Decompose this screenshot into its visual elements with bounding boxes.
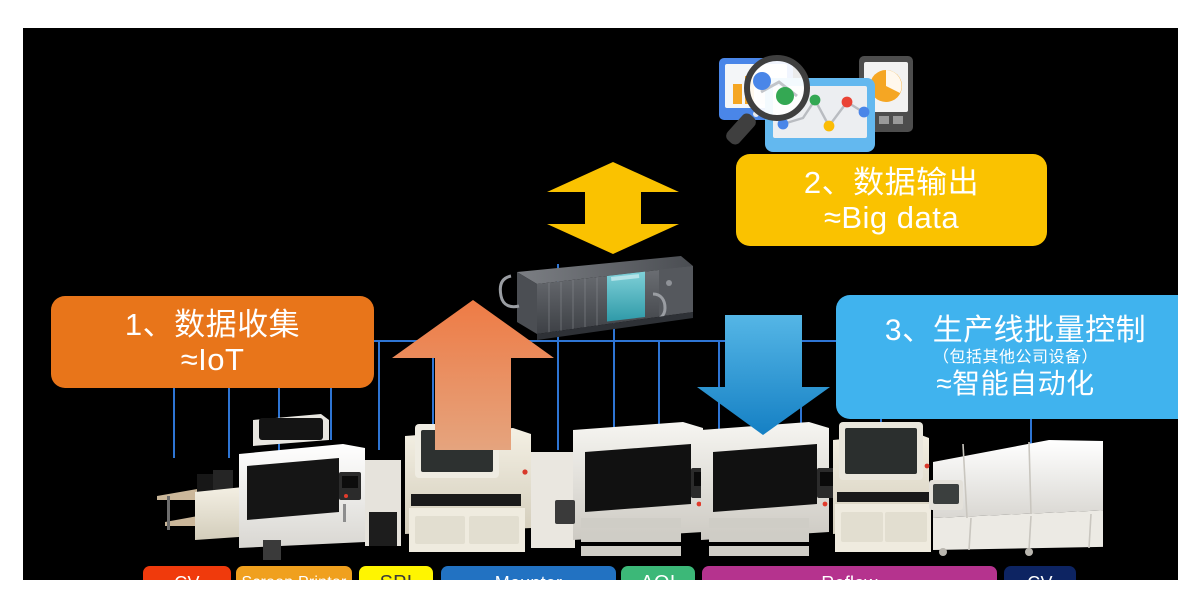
machine-spi [405, 424, 575, 552]
magnifying-glass-icon [726, 55, 810, 145]
legend-chip-mounter[interactable]: Mounter [441, 566, 616, 580]
orange-up-arrow [392, 300, 554, 450]
legend-chip-cv-output[interactable]: CV [1004, 566, 1076, 580]
slide-canvas: 1、数据收集 ≈IoT 2、数据输出 ≈Big data 3、生产线批量控制 （… [23, 28, 1178, 580]
callout-data-collection[interactable]: 1、数据收集 ≈IoT [51, 296, 374, 388]
callout-note: （包括其他公司设备） [932, 349, 1098, 367]
connector-drop-1 [173, 340, 175, 458]
connector-drop-8 [557, 340, 559, 450]
connector-drop-2 [228, 340, 230, 458]
legend-chip-cv-input[interactable]: CV [143, 566, 231, 580]
machine-reflow-oven [929, 440, 1103, 556]
machine-aoi [833, 422, 931, 552]
legend-chip-reflow[interactable]: Reflow [702, 566, 997, 580]
connector-bus-line [173, 340, 1051, 342]
legend-chip-spi[interactable]: SPI [359, 566, 433, 580]
legend-chip-aoi[interactable]: AOI [621, 566, 695, 580]
machine-mounter-2 [701, 422, 839, 556]
connector-drop-5 [378, 340, 380, 450]
yellow-double-arrow [547, 162, 679, 254]
callout-title: 1、数据收集 [124, 306, 301, 342]
rack-server-icon [498, 256, 693, 340]
legend-chip-screen-printer[interactable]: Screen Printer [236, 566, 352, 580]
callout-subtitle: ≈Big data [823, 200, 960, 235]
callout-subtitle: ≈智能自动化 [936, 368, 1095, 400]
callout-data-output[interactable]: 2、数据输出 ≈Big data [736, 154, 1047, 246]
connector-drop-9 [613, 340, 615, 450]
connector-drop-6 [432, 340, 434, 440]
connector-drop-3 [278, 340, 280, 458]
machine-mounter-1 [555, 422, 713, 556]
callout-subtitle: ≈IoT [180, 342, 245, 377]
connector-drop-4 [330, 340, 332, 440]
callout-title: 3、生产线批量控制 [884, 313, 1147, 347]
blue-down-arrow [697, 315, 830, 435]
callout-title: 2、数据输出 [803, 164, 980, 200]
data-analytics-icon [719, 55, 913, 152]
callout-line-batch-control[interactable]: 3、生产线批量控制 （包括其他公司设备） ≈智能自动化 [836, 295, 1178, 419]
machine-screen-printer [239, 414, 401, 560]
smt-production-line [157, 414, 1103, 560]
connector-drop-10 [658, 340, 660, 450]
machine-loader [195, 486, 253, 540]
